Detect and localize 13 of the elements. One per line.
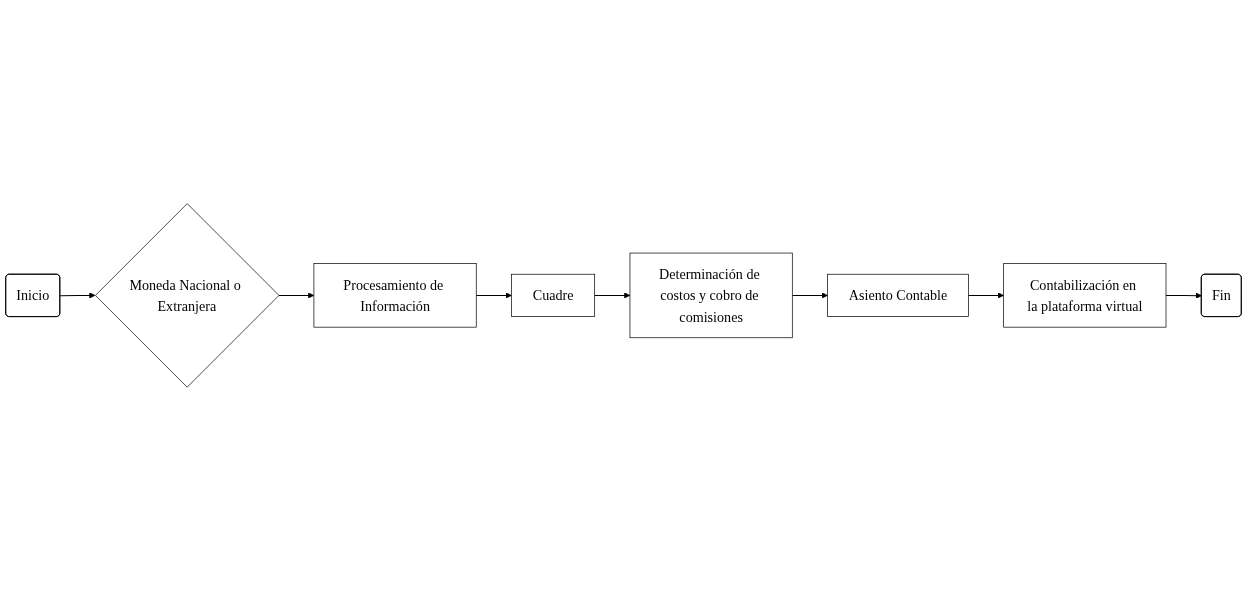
node-box: Cuadre	[511, 273, 596, 317]
arrow	[278, 291, 315, 299]
node-diamond: Moneda Nacional o Extranjera	[95, 202, 280, 388]
node-box: Determinación de costos y cobro de comisiones	[629, 252, 793, 338]
arrow	[791, 291, 828, 299]
arrow	[59, 291, 96, 299]
arrow	[967, 291, 1004, 299]
arrow	[594, 291, 631, 299]
arrow	[1165, 292, 1202, 299]
node-box: Asiento Contable	[827, 273, 969, 317]
arrow	[475, 291, 512, 299]
node-box: Contabilización en la plataforma virtual	[1003, 262, 1167, 328]
node-box: Procesamiento de Información	[313, 262, 477, 328]
